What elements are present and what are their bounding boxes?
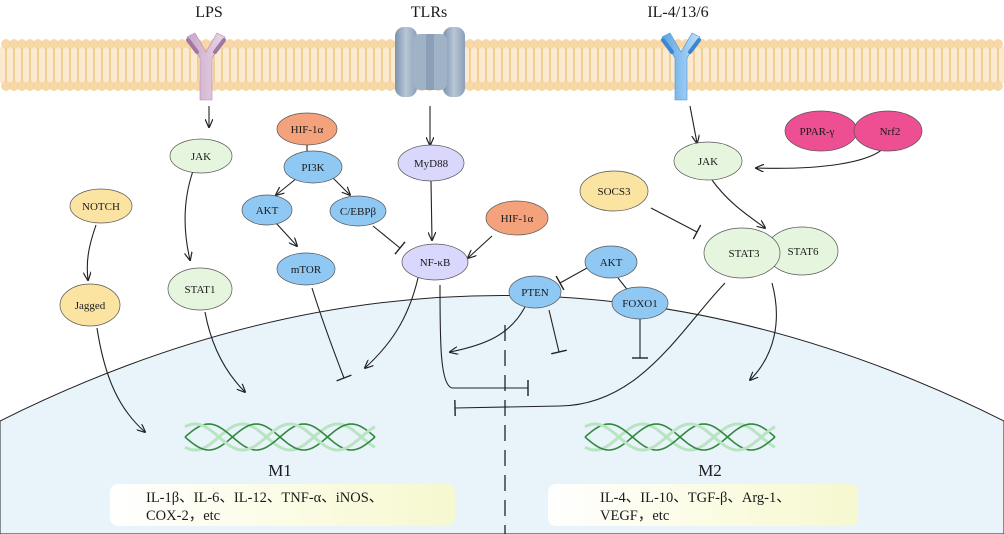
jak-left-node [169,138,233,174]
edge-jak-stat1 [185,170,194,260]
stat1-label: STAT1 [185,284,216,296]
hif1a-mid-label: HIF-1α [501,213,534,225]
stat6-label: STAT6 [788,246,819,258]
pi3k-label: PI3K [301,162,324,174]
stat3-label: STAT3 [729,248,760,260]
mtor-label: mTOR [291,264,322,276]
pparg-label: PPAR-γ [799,126,834,138]
m1-products-line1: IL-1β、IL-6、IL-12、TNF-α、iNOS、 [146,490,383,506]
edge-jagged-nucleus [96,327,145,432]
akt-right-node [584,245,638,279]
edge-cebpb-nfkb [372,225,406,255]
edge-mtor-nucleus [311,287,352,382]
pi3k-node [283,150,343,184]
dna-helix-m2-icon [584,422,776,452]
myd88-node [397,144,465,182]
jak-left-label: JAK [191,151,211,163]
jagged-label: Jagged [75,300,106,312]
edges [87,105,886,432]
notch-label: NOTCH [82,201,120,213]
hif1a-top-label: HIF-1α [291,124,324,136]
pten-node [508,275,562,309]
myd88-label: MyD88 [414,158,449,170]
edge-il-jak [689,105,697,143]
edge-jak-stat3 [711,179,765,228]
akt-left-node [241,194,293,226]
m1-products-line2: COX-2，etc [146,508,220,524]
edge-stat1-nucleus [204,311,245,392]
notch-node [69,188,133,224]
edge-pten-m1 [450,306,526,352]
akt-left-label: AKT [256,205,279,217]
nrf2-label: Nrf2 [880,126,901,138]
edge-akt-mtor [275,222,297,246]
edge-pten-m2 [548,309,567,355]
m1-title: M1 [268,461,292,480]
cell-membrane [0,39,1004,91]
mtor-node [276,252,336,286]
m2-products-box [548,484,858,526]
edge-nfkb-m2-inhibit [439,284,529,396]
tlrs-receptor-icon [395,27,465,97]
cebpb-node [329,195,387,227]
cebpb-label: C/EBPβ [340,206,377,218]
nfkb-node [401,243,469,281]
foxo1-label: FOXO1 [622,298,657,310]
tlrs-label: TLRs [411,4,447,21]
stat1-node [167,267,233,311]
il-receptor-icon [661,32,701,101]
foxo1-node [611,286,669,320]
hif1a-mid-node [485,200,549,236]
hif1a-top-node [276,112,338,146]
jagged-node [59,283,121,327]
socs3-label: SOCS3 [597,186,631,198]
lps-receptor-icon [186,32,226,101]
m2-products-line1: IL-4、IL-10、TGF-β、Arg-1、 [600,490,791,506]
akt-right-label: AKT [600,257,623,269]
stat3-node [703,227,781,279]
m1-products-box [110,484,455,526]
edge-pi3k-akt [276,177,298,195]
socs3-node [579,170,649,212]
lps-label: LPS [195,4,223,21]
edge-akt-pten [555,267,588,291]
m2-products-line2: VEGF，etc [600,508,669,524]
dna-helix-m1-icon [184,422,376,452]
pten-label: PTEN [521,287,549,299]
il-label: IL-4/13/6 [647,4,708,21]
edge-socs3-stat3 [650,207,702,240]
edge-pi3k-cebpb [332,177,350,195]
jak-right-label: JAK [698,156,718,168]
m2-title: M2 [698,461,722,480]
edge-myd88-nfkb [431,180,432,240]
nfkb-label: NF-κB [420,257,451,269]
nrf2-node [853,110,923,152]
edge-notch-jagged [87,224,97,280]
edge-stat3-m1-inhibit [454,282,726,417]
jak-right-node [673,141,743,181]
edge-stat6-nucleus [750,282,777,380]
edge-hif-nfkb [468,235,493,258]
edge-nfkb-nucleus [365,277,419,368]
edge-pparg-jak [756,146,886,168]
